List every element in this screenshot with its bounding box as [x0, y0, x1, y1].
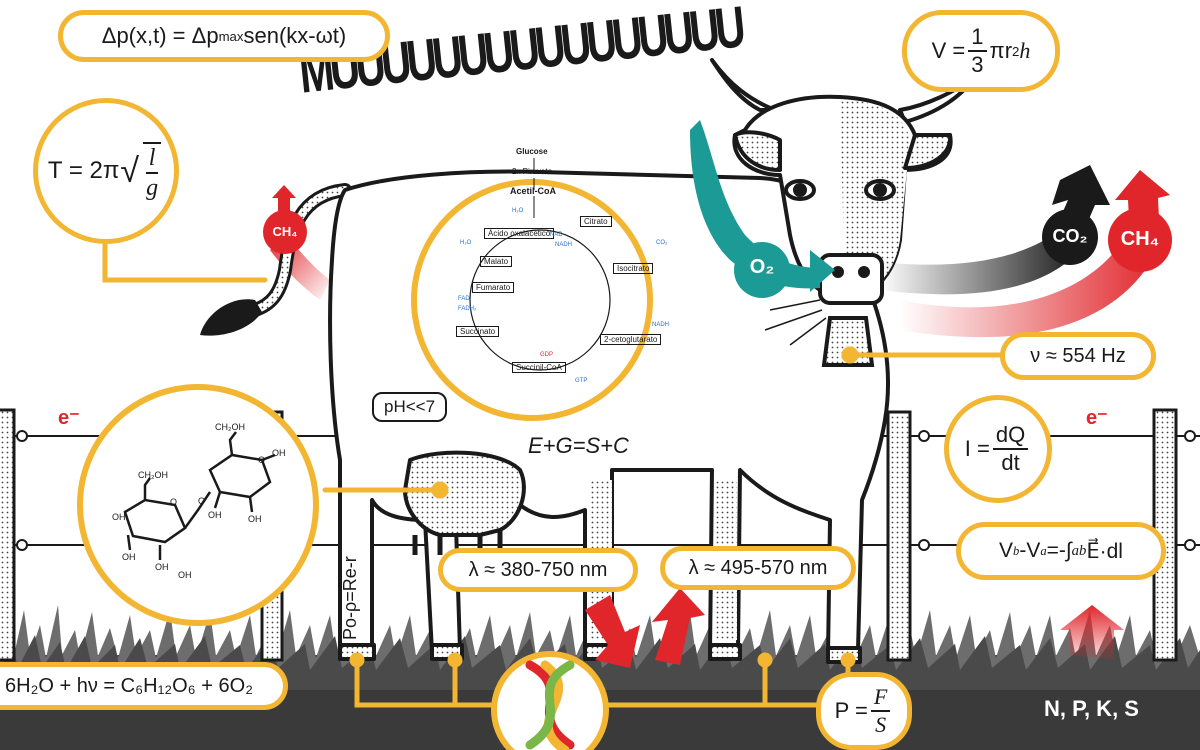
sugar-group: CH₂OH — [215, 422, 245, 432]
fence-post-left — [0, 408, 16, 662]
o2-stream — [690, 120, 820, 289]
cow-horn-left — [710, 58, 777, 112]
krebs-small-label: H₂O — [460, 240, 472, 246]
krebs-small-label: H₂O — [512, 208, 524, 214]
krebs-cycle-circle — [411, 179, 653, 421]
bell-frequency-formula: ν ≈ 554 Hz — [1000, 332, 1156, 380]
krebs-step-succinil: Succinil-CoA — [512, 362, 566, 373]
light-arrow-down — [585, 595, 640, 668]
krebs-step-succinato: Succinato — [456, 326, 500, 337]
cow-muzzle — [818, 253, 884, 305]
tail-ch4-arrow — [272, 185, 296, 212]
krebs-small-label: GTP — [575, 378, 588, 384]
photosynthesis-equation: 6H₂O + hν = C₆H₁₂O₆ + 6O₂ — [0, 662, 288, 710]
light-arrow-up — [652, 588, 705, 665]
ch4-stream — [900, 230, 1160, 338]
sugar-rings — [123, 431, 276, 560]
sugar-group: OH — [208, 510, 222, 520]
krebs-step-oxaloacetic: Ácido oxalacético — [484, 228, 555, 239]
cow-udder — [403, 450, 526, 537]
grass-dark — [0, 635, 1200, 690]
sugar-group: OH — [272, 448, 286, 458]
co2-stream — [880, 230, 1080, 295]
ch4-tail-label: CH₄ — [272, 224, 298, 239]
tail-ch4-bubble — [263, 210, 307, 254]
fence-post-mid-right — [886, 410, 912, 662]
sugar-group: O — [258, 455, 266, 465]
ch4-mouth-label: CH₄ — [1120, 228, 1160, 250]
soil-nutrients-label: N, P, K, S — [1044, 696, 1139, 721]
electron-right: e⁻ — [1086, 407, 1108, 429]
nutrient-arrow-up — [1060, 605, 1124, 660]
electron-left: e⁻ — [58, 407, 80, 429]
o2-label: O₂ — [749, 256, 775, 278]
sugar-group: OH — [248, 514, 262, 524]
krebs-step-fumarato: Fumarato — [472, 282, 515, 293]
krebs-step-citrato: Citrato — [580, 216, 612, 227]
co2-bubble — [1042, 209, 1098, 265]
cow-head — [710, 58, 974, 346]
krebs-small-label: GDP — [540, 352, 554, 358]
sugar-group: OH — [122, 552, 136, 562]
o2-arrow — [810, 250, 835, 292]
sugar-group: OH — [112, 512, 126, 522]
ch4-mouth-bubble — [1108, 208, 1172, 272]
krebs-glucose: Glucose — [516, 147, 548, 156]
krebs-small-label: FAD — [458, 296, 470, 302]
tail-tuft — [200, 299, 262, 336]
krebs-step-malato: Malato — [480, 256, 513, 267]
connectors — [102, 242, 1003, 708]
krebs-small-label: NADH — [652, 322, 670, 328]
krebs-diagram — [469, 158, 611, 371]
co2-label: CO₂ — [1052, 226, 1088, 246]
sugar-group: O — [198, 496, 206, 506]
visible-light-wavelength: λ ≈ 380-750 nm — [438, 548, 638, 592]
krebs-pyruvate: 2x Piruvato — [512, 167, 553, 176]
sugar-group: O — [170, 497, 178, 507]
energy-balance-label: E+G=S+C — [528, 433, 629, 458]
krebs-small-label: FADH₂ — [458, 306, 477, 312]
cow-tail — [200, 183, 352, 336]
green-light-wavelength: λ ≈ 495-570 nm — [660, 546, 856, 590]
krebs-step-cetoglutarato: 2-cetoglutarato — [600, 334, 662, 345]
sugar-molecule-circle — [77, 384, 319, 626]
sugar-group: OH — [178, 570, 192, 580]
sugar-group: OH — [155, 562, 169, 572]
krebs-small-label: NAD — [550, 232, 563, 238]
sugar-group: CH₂OH — [138, 470, 168, 480]
krebs-step-isocitrato: Isocitrato — [613, 263, 654, 274]
krebs-small-label: NADH — [555, 242, 573, 248]
o2-bubble — [734, 242, 790, 298]
stomach-ph-label: pH<<7 — [372, 392, 448, 422]
krebs-small-label: CO₂ — [656, 240, 668, 246]
dna-helix — [525, 660, 575, 750]
leg-pressure-label: Po-ρ=Re-r — [340, 556, 360, 640]
krebs-acetyl-coa: Acetil-CoA — [510, 186, 557, 196]
